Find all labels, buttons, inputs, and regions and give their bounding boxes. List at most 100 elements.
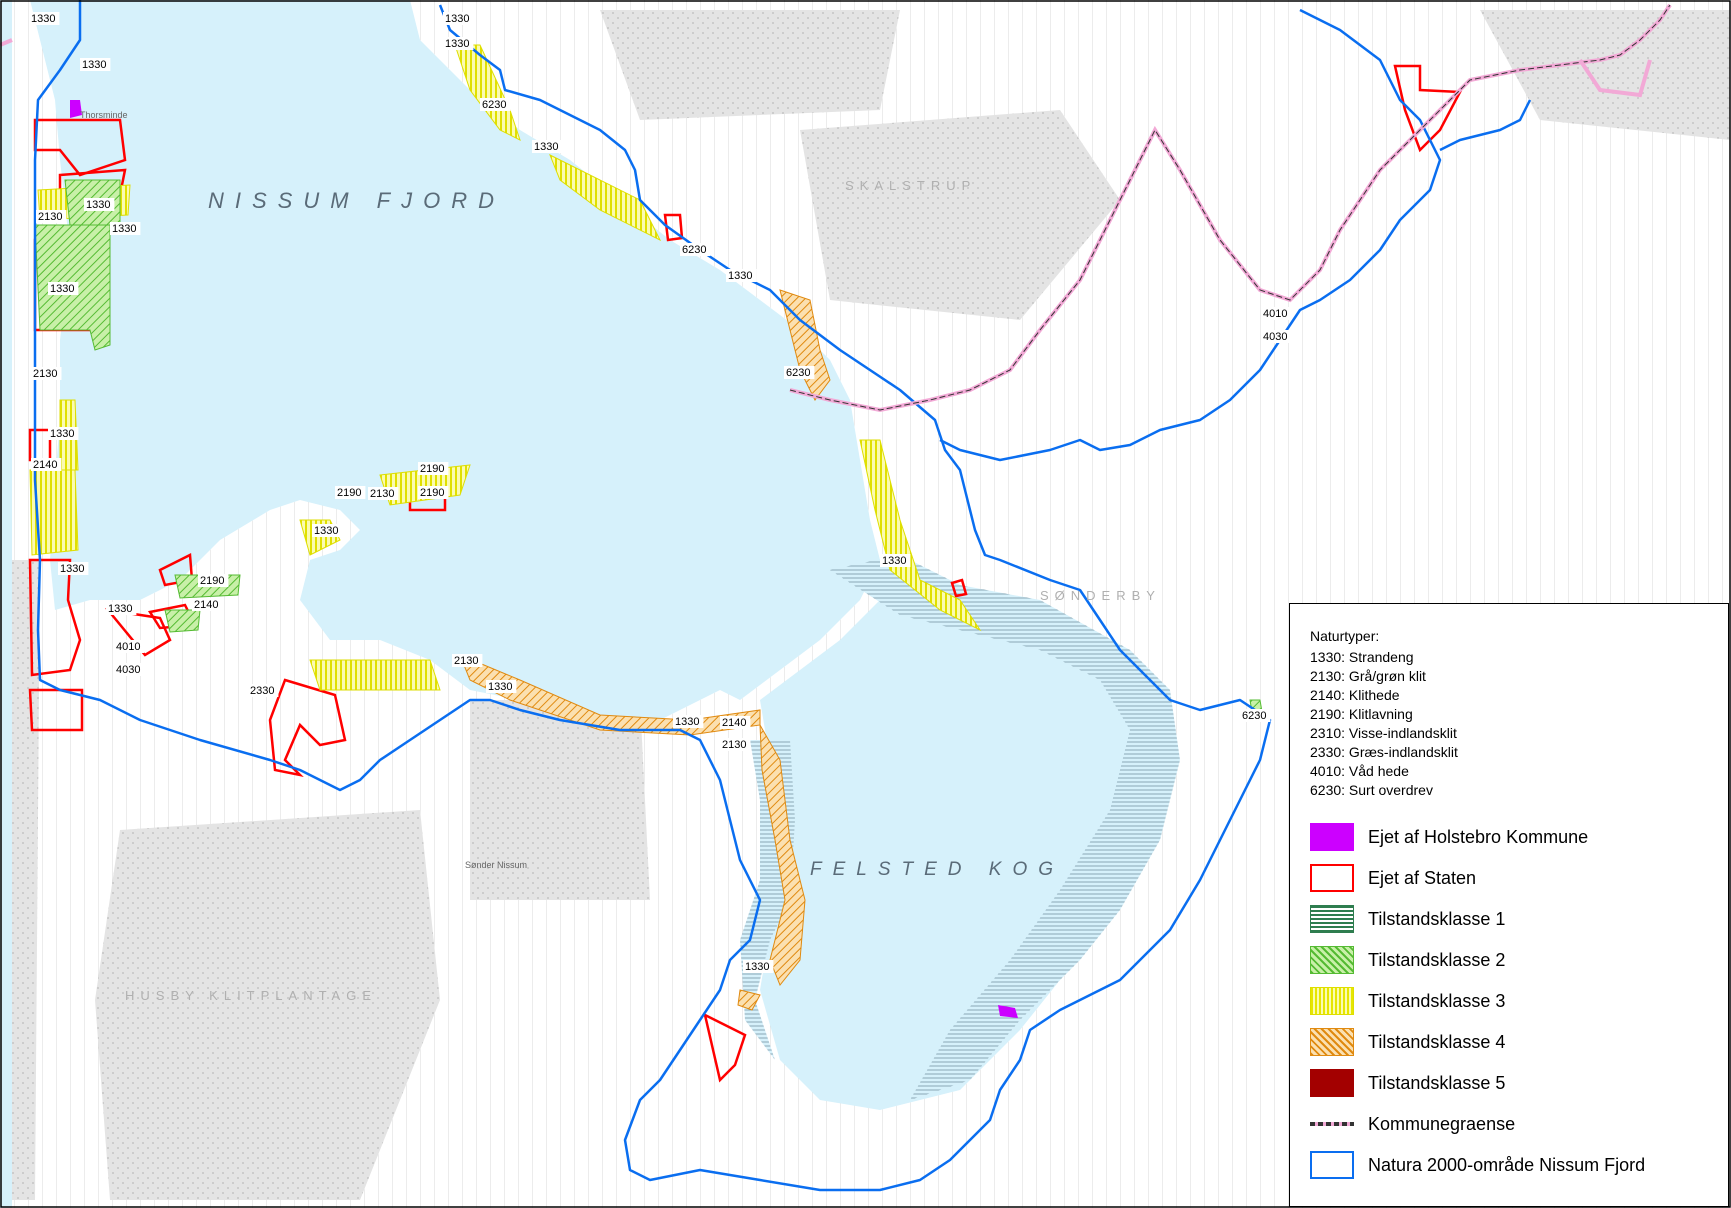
map-legend: Naturtyper: 1330: Strandeng 2130: Grå/gr… (1289, 603, 1729, 1207)
habitat-code-label-bg (680, 243, 711, 256)
habitat-code-label-bg (1261, 307, 1292, 320)
water-name-kog: FELSTED KOG (810, 859, 1064, 880)
naturtype-item: 4010: Våd hede (1310, 763, 1409, 779)
green-hatch-swatch-icon (1310, 946, 1354, 974)
legend-label: Tilstandsklasse 5 (1368, 1072, 1506, 1093)
legend-label: Natura 2000-område Nissum Fjord (1368, 1154, 1646, 1175)
natura-2000-boundary (33, 0, 1532, 1192)
holstebro-owned-areas (70, 100, 1018, 1018)
place-name-thorsminde: Thorsminde (80, 110, 128, 120)
habitat-code-label-bg (36, 210, 67, 223)
habitat-code-label: 2330 (250, 685, 274, 697)
habitat-code-label: 2190 (337, 487, 361, 499)
habitat-code-label-bg (673, 715, 704, 728)
blue-outline-swatch-icon (1310, 1151, 1354, 1179)
habitat-code-label-bg (48, 427, 79, 440)
habitat-code-label-bg (486, 680, 517, 693)
habitat-code-label-bg (80, 58, 111, 71)
legend-label: Tilstandsklasse 3 (1368, 990, 1506, 1011)
naturtype-item: 2310: Visse-indlandsklit (1310, 725, 1457, 741)
naturtype-item: 1330: Strandeng (1310, 649, 1414, 665)
habitat-code-label-bg (532, 140, 563, 153)
legend-label: Kommunegraense (1368, 1113, 1516, 1134)
legend-row-class-3: Tilstandsklasse 3 (1310, 985, 1505, 1017)
habitat-code-label: 1330 (534, 141, 558, 153)
habitat-code-label-bg (720, 738, 751, 751)
habitat-code-label: 2190 (200, 575, 224, 587)
habitat-code-label-bg (48, 282, 79, 295)
habitat-code-label: 1330 (488, 681, 512, 693)
naturtype-item: 2130: Grå/grøn klit (1310, 668, 1426, 684)
habitat-code-label: 2130 (722, 739, 746, 751)
habitat-code-label: 1330 (50, 283, 74, 295)
habitat-code-label: 6230 (482, 99, 506, 111)
place-name-sonder-nissum: Sønder Nissum (465, 860, 527, 870)
habitat-code-label-bg (1240, 709, 1271, 722)
habitat-code-label: 6230 (786, 367, 810, 379)
habitat-code-label: 2140 (33, 459, 57, 471)
habitat-code-label: 1330 (60, 563, 84, 575)
habitat-code-label: 1330 (675, 716, 699, 728)
shallow-area (830, 555, 1180, 1100)
habitat-code-label-bg (31, 458, 62, 471)
habitat-code-label: 2130 (33, 368, 57, 380)
orange-hatch-swatch-icon (1310, 1028, 1354, 1056)
habitat-code-label: 6230 (1242, 710, 1266, 722)
naturtype-item: 6230: Surt overdrev (1310, 782, 1433, 798)
habitat-code-label-bg (452, 654, 483, 667)
habitat-code-label-bg (198, 574, 229, 587)
dark-red-fill-swatch-icon (1310, 1069, 1354, 1097)
naturtype-item: 2140: Klithede (1310, 687, 1400, 703)
habitat-code-label-bg (1261, 330, 1292, 343)
habitat-code-label: 4030 (1263, 331, 1287, 343)
habitat-code-label: 4030 (116, 664, 140, 676)
legend-row-natura2000: Natura 2000-område Nissum Fjord (1310, 1149, 1645, 1181)
habitat-code-label-bg (418, 462, 449, 475)
legend-label: Tilstandsklasse 1 (1368, 908, 1506, 929)
felsted-kog-water (760, 580, 1170, 1110)
habitat-code-label: 2130 (38, 211, 62, 223)
condition-class-3-areas (29, 44, 982, 691)
habitat-code-label-bg (368, 487, 399, 500)
habitat-code-label-bg (880, 554, 911, 567)
legend-label: Tilstandsklasse 2 (1368, 949, 1506, 970)
habitat-code-label: 4010 (1263, 308, 1287, 320)
habitat-code-label-bg (114, 640, 145, 653)
habitat-code-label: 1330 (728, 270, 752, 282)
legend-row-class-4: Tilstandsklasse 4 (1310, 1026, 1505, 1058)
habitat-code-label-bg (31, 367, 62, 380)
habitat-code-label: 2140 (722, 717, 746, 729)
red-outline-swatch-icon (1310, 864, 1354, 892)
habitat-code-label: 1330 (112, 223, 136, 235)
habitat-code-label-bg (743, 960, 774, 973)
habitat-code-label-bg (114, 663, 145, 676)
habitat-code-label: 1330 (82, 59, 106, 71)
habitat-code-label-bg (312, 524, 343, 537)
purple-fill-swatch-icon (1310, 823, 1354, 851)
municipal-border (0, 3, 1672, 413)
habitat-code-label: 4010 (116, 641, 140, 653)
habitat-code-label-bg (192, 598, 223, 611)
habitat-code-label: 2130 (454, 655, 478, 667)
habitat-code-label-bg (726, 269, 757, 282)
habitat-code-label-bg (480, 98, 511, 111)
legend-row-class-1: Tilstandsklasse 1 (1310, 903, 1505, 935)
habitat-code-label: 2140 (194, 599, 218, 611)
legend-label: Ejet af Holstebro Kommune (1368, 826, 1589, 847)
place-name-sonderby: SØNDERBY (1040, 588, 1161, 603)
pink-dashed-line-swatch-icon (1310, 1122, 1354, 1126)
habitat-code-label-bg (443, 12, 474, 25)
north-sea-strip (0, 0, 12, 1208)
habitat-code-label-bg (84, 198, 115, 211)
habitat-code-label: 6230 (682, 244, 706, 256)
legend-row-holstebro: Ejet af Holstebro Kommune (1310, 821, 1588, 853)
habitat-code-label-bg (720, 716, 751, 729)
naturtyper-list: 1330: Strandeng 2130: Grå/grøn klit 2140… (1310, 648, 1458, 800)
legend-row-kommunegraense: Kommunegraense (1310, 1108, 1515, 1140)
habitat-code-label: 1330 (31, 13, 55, 25)
legend-row-class-2: Tilstandsklasse 2 (1310, 944, 1505, 976)
naturtyper-title: Naturtyper: (1310, 628, 1380, 644)
naturtype-item: 2330: Græs-indlandsklit (1310, 744, 1458, 760)
habitat-code-label-bg (335, 486, 366, 499)
